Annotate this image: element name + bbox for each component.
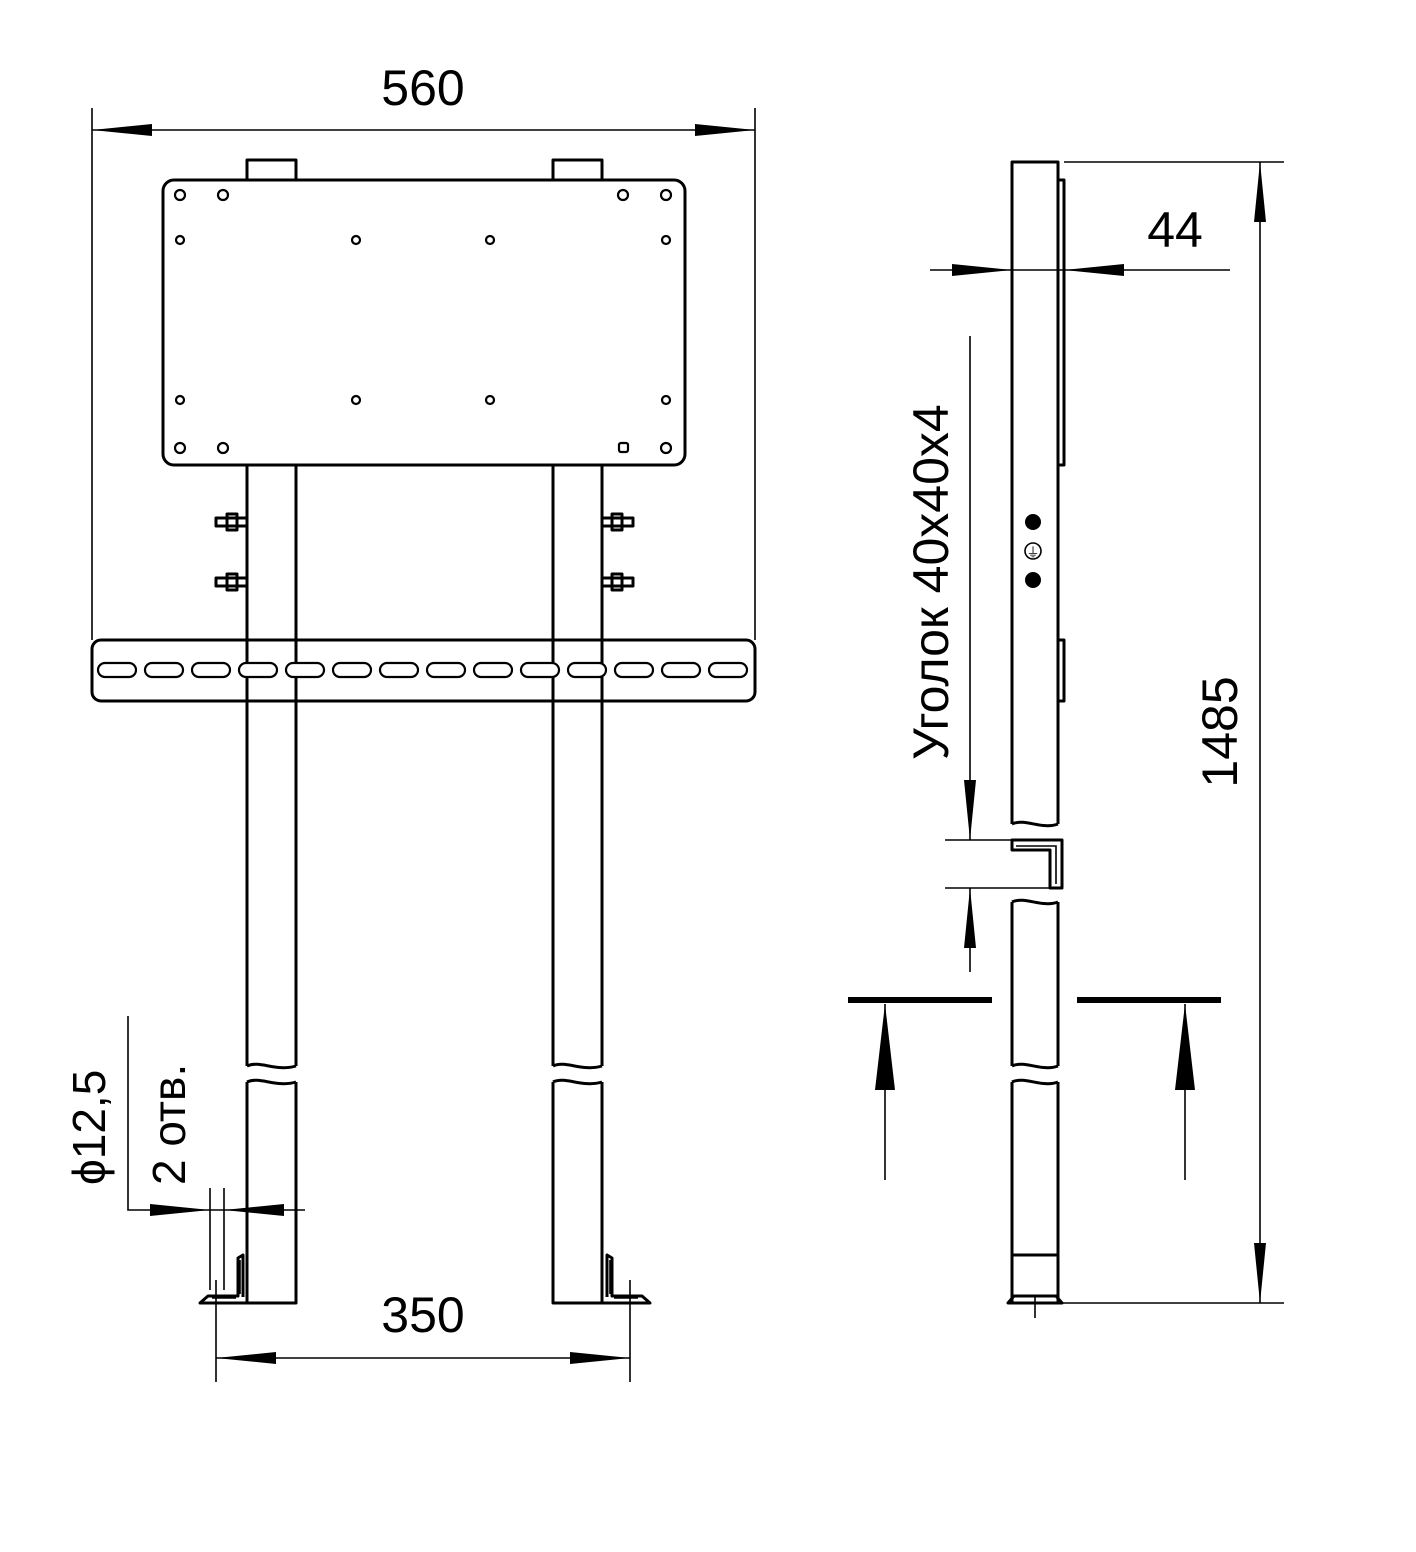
dimension-overall-width: 560 — [91, 60, 756, 640]
vesa-plate-holes — [173, 188, 673, 455]
slotted-cross-bar — [90, 638, 757, 703]
side-upper-post — [1010, 160, 1066, 828]
dimension-height: 1485 — [1062, 161, 1284, 1304]
vesa-mount-plate — [161, 178, 687, 467]
side-lower-post — [1006, 898, 1064, 1318]
ground-points: ⏚ — [1024, 514, 1042, 588]
dimension-depth: 44 — [930, 202, 1230, 276]
right-base-bracket — [602, 1253, 652, 1305]
angle-profile-section: Уголок 40x40x4 — [903, 336, 1064, 972]
dimension-350-label: 350 — [381, 1287, 464, 1343]
side-view: ⏚ Уголок 40x40x4 — [848, 160, 1284, 1318]
front-view: 560 350 ϕ12,5 2 отв. — [63, 60, 757, 1382]
leg-bolts — [214, 512, 635, 592]
hole-diameter-callout: ϕ12,5 2 отв. — [63, 1016, 305, 1290]
dimension-leg-spacing: 350 — [215, 1280, 631, 1382]
left-leg — [245, 465, 298, 1305]
dimension-560-label: 560 — [381, 60, 464, 116]
left-top-tab — [245, 158, 298, 180]
section-cut-markers — [848, 997, 1221, 1180]
right-top-tab — [551, 158, 604, 180]
cross-bar-slots — [96, 661, 749, 679]
ground-symbol-icon: ⏚ — [1026, 546, 1039, 561]
right-leg — [551, 465, 604, 1305]
hole-count-label: 2 отв. — [143, 1064, 195, 1185]
angle-profile-label: Уголок 40x40x4 — [903, 404, 959, 760]
dimension-44-label: 44 — [1147, 202, 1203, 258]
dimension-1485-label: 1485 — [1192, 676, 1248, 787]
hole-diameter-label: ϕ12,5 — [63, 1070, 115, 1185]
